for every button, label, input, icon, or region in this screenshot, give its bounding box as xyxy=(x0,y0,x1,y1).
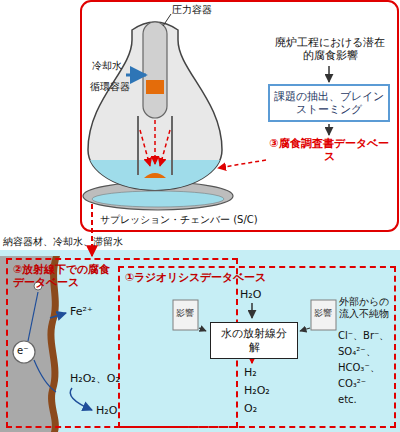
chemical-species: Cl⁻、Br⁻、 xyxy=(338,330,389,342)
pedestal-wall xyxy=(171,116,173,175)
containment-water xyxy=(80,160,230,200)
suppression-water xyxy=(92,191,224,207)
region-label: 納容器材、冷却水、滞留水 xyxy=(3,236,123,248)
box-text: 課題の抽出、ブレインストーミング xyxy=(274,90,384,116)
icon-label: 影響 xyxy=(314,308,332,319)
fuel-core xyxy=(146,80,164,94)
note-text: 外部からの流入不純物 xyxy=(339,296,395,320)
chemical-species: SO₄²⁻、 xyxy=(338,346,376,358)
flow-arrow xyxy=(328,66,330,82)
chemical-species: H₂O xyxy=(240,288,261,301)
chemical-species: etc. xyxy=(338,394,357,406)
pedestal-wall xyxy=(137,116,139,175)
electron-symbol: e⁻ xyxy=(17,345,28,357)
zoom-arrow xyxy=(91,204,93,256)
part-label: 圧力容器 xyxy=(172,4,212,16)
corrosion-arrow xyxy=(154,120,156,164)
overview-frame xyxy=(81,1,398,231)
flow-arrow xyxy=(300,328,310,331)
part-label: サプレッション・チェンバー (S/C) xyxy=(100,214,258,226)
leader-line xyxy=(163,14,171,26)
chemical-species: H₂O xyxy=(96,404,117,417)
part-label: 循環容器 xyxy=(90,81,130,93)
reduction-arrow xyxy=(70,388,92,410)
electron-path xyxy=(28,292,38,341)
region-heading: ②放射線下での腐食データベース xyxy=(13,263,113,289)
region-heading: ①ラジオリシスデータベース xyxy=(125,271,389,284)
flow-arrow xyxy=(328,124,330,135)
electron-circle xyxy=(13,341,35,363)
chemical-species: CO₃²⁻ xyxy=(338,378,366,390)
corrosion-arrow xyxy=(160,130,170,166)
dissolution-arrow xyxy=(50,313,66,318)
chemical-species: H₂ xyxy=(244,366,257,379)
chemical-species: H₂O₂、O₂ xyxy=(70,372,120,385)
coolant-arrow xyxy=(126,74,146,77)
pressure-vessel xyxy=(143,22,167,118)
corrosion-arrow xyxy=(140,130,150,166)
chemical-species: O₂ xyxy=(244,402,257,415)
electron-path xyxy=(34,360,56,392)
flow-arrow xyxy=(251,303,253,318)
note-text: 廃炉工程における潜在的腐食影響 xyxy=(272,36,388,62)
chemical-species: Fe²⁺ xyxy=(70,305,93,318)
database-link xyxy=(218,160,266,168)
part-label: 冷却水 xyxy=(92,60,122,72)
chemical-species: H₂O₂ xyxy=(244,384,270,397)
flow-arrow xyxy=(199,328,206,331)
database-label: ③腐食調査書データベース xyxy=(268,137,390,163)
box-text: 水の放射線分解 xyxy=(216,327,292,353)
process-box: 水の放射線分解 xyxy=(210,322,298,359)
process-box: 課題の抽出、ブレインストーミング xyxy=(268,84,390,122)
influence-icon xyxy=(311,300,336,330)
fuel-debris xyxy=(144,173,166,178)
chemical-species: HCO₃⁻、 xyxy=(338,362,380,374)
water-ground xyxy=(0,250,400,432)
icon-label: 影響 xyxy=(176,308,194,319)
influence-icon xyxy=(173,300,198,330)
